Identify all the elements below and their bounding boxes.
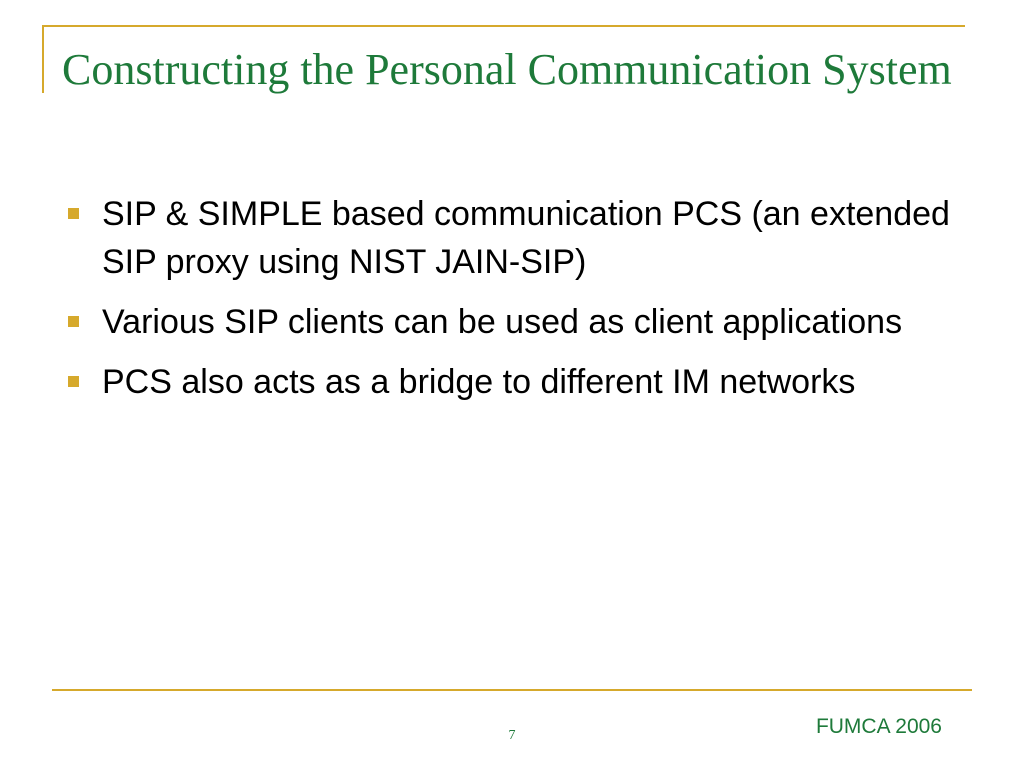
bullet-item: PCS also acts as a bridge to different I… <box>64 358 984 406</box>
page-number: 7 <box>508 728 516 743</box>
bullet-item: SIP & SIMPLE based communication PCS (an… <box>64 190 984 286</box>
bullet-text: PCS also acts as a bridge to different I… <box>102 363 856 401</box>
frame-left-rule <box>42 25 44 93</box>
bullet-list: SIP & SIMPLE based communication PCS (an… <box>64 190 984 418</box>
slide-title: Constructing the Personal Communication … <box>62 45 952 94</box>
bullet-text: SIP & SIMPLE based communication PCS (an… <box>102 195 950 281</box>
footer-rule <box>52 689 972 691</box>
footer-text: FUMCA 2006 <box>815 715 942 738</box>
bullet-text: Various SIP clients can be used as clien… <box>102 303 903 341</box>
square-bullet-icon <box>68 376 79 387</box>
square-bullet-icon <box>68 208 79 219</box>
square-bullet-icon <box>68 316 79 327</box>
frame-top-rule <box>42 25 965 27</box>
bullet-item: Various SIP clients can be used as clien… <box>64 298 984 346</box>
